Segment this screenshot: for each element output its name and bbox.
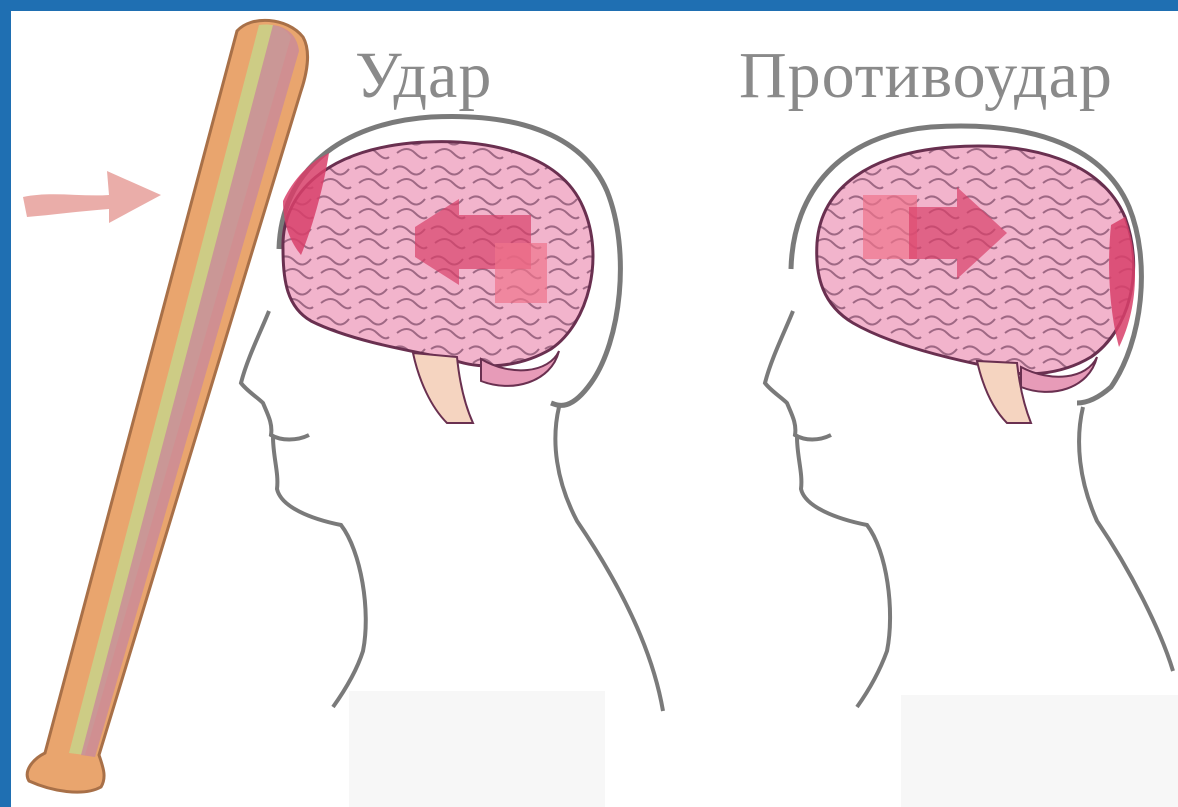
diagram-illustration <box>11 11 1178 807</box>
brain-counter <box>817 146 1135 423</box>
brain-shift-highlight-counter <box>863 195 917 259</box>
caption-pad-impact <box>349 691 605 807</box>
caption-impact: Удар <box>355 43 492 109</box>
brain-shift-highlight-impact <box>495 243 547 303</box>
bat-stripe-dark <box>81 25 299 757</box>
caption-counter-impact: Противоудар <box>739 43 1113 109</box>
neck-back-counter <box>1079 407 1173 671</box>
motion-arrow-icon <box>23 171 161 223</box>
brain-impact <box>283 142 593 423</box>
face-profile-impact <box>241 311 366 707</box>
caption-pad-counter <box>901 695 1178 807</box>
neck-back-impact <box>555 407 663 711</box>
diagram-frame: Удар Противоудар <box>11 11 1178 807</box>
face-profile-counter <box>765 311 890 707</box>
